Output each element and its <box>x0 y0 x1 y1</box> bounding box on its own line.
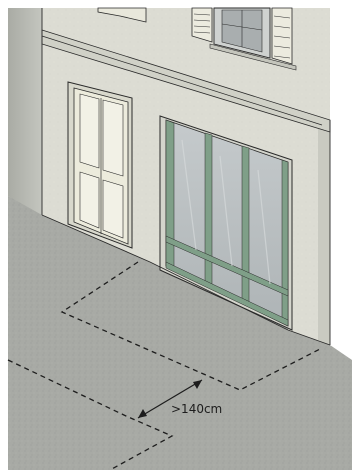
facade-shadow <box>318 118 330 345</box>
dimension-label: >140cm <box>171 402 222 416</box>
side-wall <box>8 8 42 215</box>
front-door <box>68 82 132 248</box>
